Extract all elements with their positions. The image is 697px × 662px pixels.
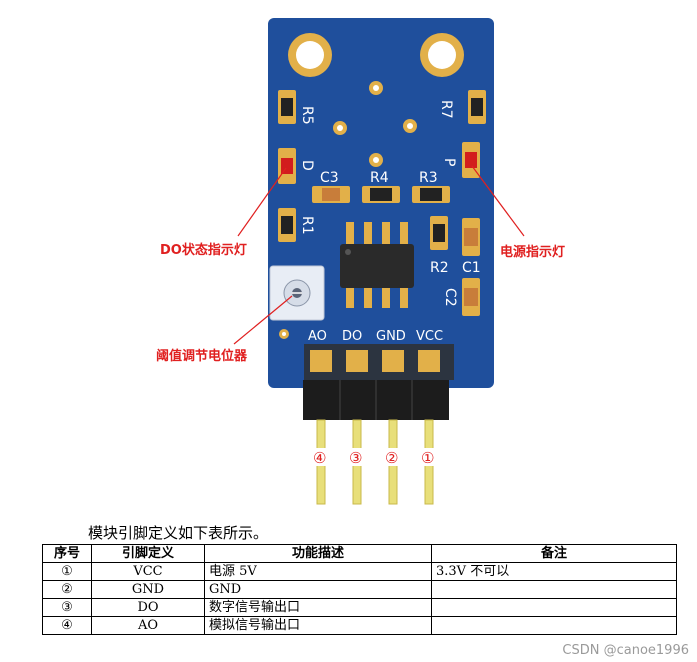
pad-do: [346, 350, 368, 372]
cell-pin: DO: [91, 598, 205, 617]
table-row: ② GND GND: [42, 580, 677, 599]
cell-note: [431, 598, 677, 617]
cell-pin: AO: [91, 616, 205, 635]
header-label-vcc: VCC: [416, 329, 443, 344]
pad-ao: [310, 350, 332, 372]
header-label-do: DO: [342, 329, 362, 344]
cell-no: ③: [42, 598, 92, 617]
pin-number-4: ④: [313, 449, 326, 467]
label-c2: C2: [442, 288, 458, 307]
label-r5: R5: [299, 106, 315, 125]
pin-definition-table: 序号 引脚定义 功能描述 备注 ① VCC 电源 5V 3.3V 不可以 ② G…: [42, 544, 677, 635]
cell-no: ④: [42, 616, 92, 635]
label-c1: C1: [462, 260, 481, 276]
cell-pin: VCC: [91, 562, 205, 581]
cell-desc: 数字信号输出口: [204, 598, 432, 617]
callout-line-power-led: [471, 165, 525, 237]
table-row: ① VCC 电源 5V 3.3V 不可以: [42, 562, 677, 581]
cell-desc: 电源 5V: [204, 562, 432, 581]
cell-pin: GND: [91, 580, 205, 599]
label-r2: R2: [430, 260, 449, 276]
cell-desc: 模拟信号输出口: [204, 616, 432, 635]
cell-note: [431, 580, 677, 599]
header-note: 备注: [431, 544, 677, 563]
table-row: ④ AO 模拟信号输出口: [42, 616, 677, 635]
cell-no: ②: [42, 580, 92, 599]
watermark: CSDN @canoe1996: [562, 643, 689, 658]
callout-pot: 阈值调节电位器: [156, 348, 248, 364]
callout-do-led: DO状态指示灯: [160, 242, 247, 258]
callout-line-do-led: [237, 167, 287, 237]
pin-number-2: ②: [385, 449, 398, 467]
callout-line-pot: [233, 295, 293, 345]
label-d: D: [299, 160, 315, 171]
pad-vcc: [418, 350, 440, 372]
header-label-gnd: GND: [376, 329, 406, 344]
label-r7: R7: [438, 100, 454, 119]
cell-note: 3.3V 不可以: [431, 562, 677, 581]
potentiometer: [269, 265, 325, 321]
header-label-ao: AO: [308, 329, 327, 344]
module-figure: R5 R7 D P C3 R4 R3 R1 R2 C1 C2: [156, 18, 565, 505]
label-r1: R1: [299, 216, 315, 235]
callout-power-led: 电源指示灯: [500, 244, 565, 260]
pin-number-1: ①: [421, 449, 434, 467]
cell-note: [431, 616, 677, 635]
header-no: 序号: [42, 544, 92, 563]
label-c3: C3: [320, 170, 339, 186]
pad-gnd: [382, 350, 404, 372]
table-row: ③ DO 数字信号输出口: [42, 598, 677, 617]
cell-desc: GND: [204, 580, 432, 599]
cell-no: ①: [42, 562, 92, 581]
table-intro: 模块引脚定义如下表所示。: [88, 524, 269, 542]
table-header-row: 序号 引脚定义 功能描述 备注: [42, 544, 677, 563]
ic-chip: [340, 222, 414, 308]
header-desc: 功能描述: [204, 544, 432, 563]
label-r3: R3: [419, 170, 438, 186]
header-pin: 引脚定义: [91, 544, 205, 563]
label-p: P: [441, 158, 457, 166]
pin-number-3: ③: [349, 449, 362, 467]
label-r4: R4: [370, 170, 389, 186]
